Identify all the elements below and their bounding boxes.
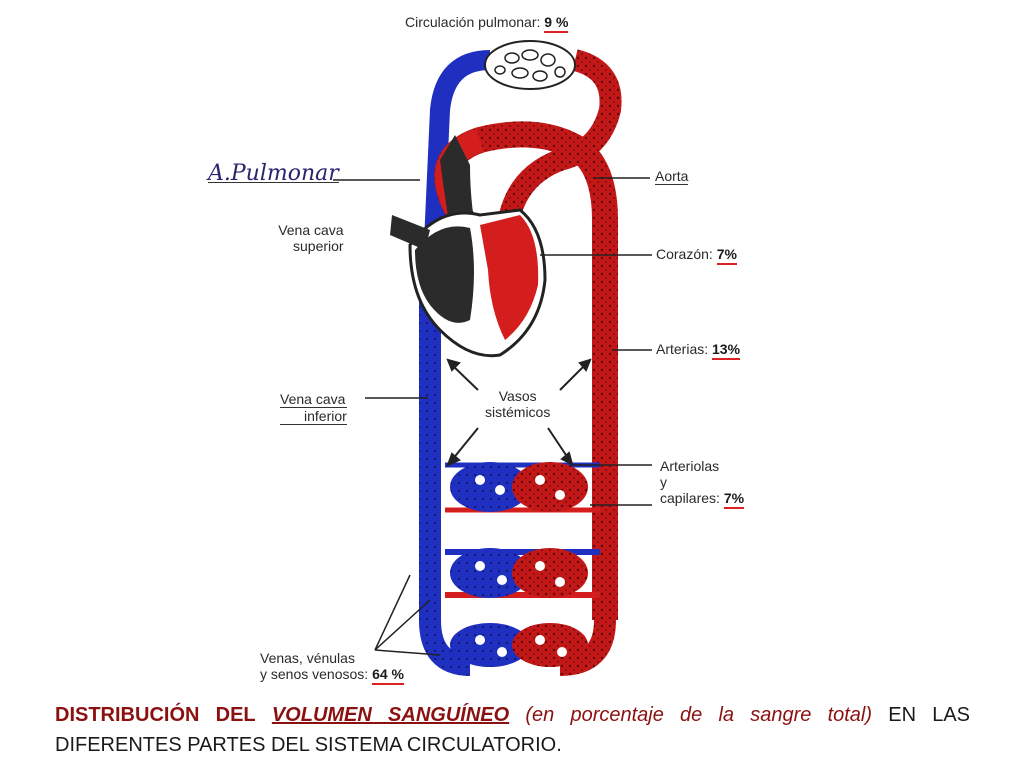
capillary-bed-top — [445, 462, 600, 513]
pulmonary-circulation-label: Circulación pulmonar: 9 % — [405, 14, 569, 33]
vena-cava-column — [419, 300, 471, 676]
figure-caption: DISTRIBUCIÓN DEL VOLUMEN SANGUÍNEO (en p… — [55, 700, 970, 760]
inferior-vena-cava-line1: Vena cava — [280, 391, 347, 408]
veins-line1: Venas, vénulas — [260, 650, 355, 666]
inferior-vena-cava-line2: inferior — [280, 408, 347, 425]
veins-pct: 64 % — [372, 666, 404, 685]
veins-line2: y senos venosos: — [260, 666, 369, 682]
caption-part1: DISTRIBUCIÓN DEL — [55, 704, 256, 726]
systemic-vessels-label: Vasos sistémicos — [485, 388, 550, 420]
inferior-vena-cava-label: Vena cava inferior — [280, 391, 347, 425]
caption-part4: EN LAS DIFERENTES PARTES DEL SISTEMA CIR… — [55, 704, 971, 756]
systemic-vessels-line2: sistémicos — [485, 404, 551, 420]
superior-vena-cava-line1: Vena cava — [278, 222, 344, 238]
systemic-vessels-line1: Vasos — [498, 388, 537, 404]
arterioles-line2: y — [660, 474, 667, 490]
arterioles-line1: Arteriolas — [660, 458, 720, 474]
pulmonary-circulation-text: Circulación pulmonar: — [405, 14, 541, 30]
pulmonary-capillary-bed — [484, 40, 576, 90]
capillary-bed-middle — [445, 548, 600, 598]
arterioles-label: Arteriolas y capilares: 7% — [660, 458, 745, 509]
caption-part2: VOLUMEN SANGUÍNEO — [271, 704, 510, 726]
aorta-label: Aorta — [655, 168, 689, 185]
heart-text: Corazón: — [656, 246, 713, 262]
systemic-arrows — [446, 358, 592, 467]
arteries-pct: 13% — [712, 341, 741, 360]
caption-part3: (en porcentaje de la sangre total) — [525, 704, 873, 726]
arterioles-pct: 7% — [723, 490, 745, 509]
leader-lines — [333, 177, 652, 656]
arteries-text: Arterias: — [656, 341, 709, 357]
pulmonary-artery-label: A.Pulmonar — [208, 161, 339, 186]
superior-vena-cava-label: Vena cava superior — [277, 222, 344, 254]
pulmonary-vein-vessel — [499, 49, 622, 219]
heart-label: Corazón: 7% — [656, 246, 737, 265]
arterioles-line3: capilares: — [660, 490, 720, 506]
capillary-bed-bottom — [450, 623, 588, 667]
pulmonary-artery-vessel — [420, 50, 491, 331]
pulmonary-pct: 9 % — [544, 14, 569, 33]
heart — [390, 208, 547, 358]
arteries-label: Arterias: 13% — [656, 341, 741, 360]
superior-vena-cava-line2: superior — [293, 238, 344, 254]
heart-pct: 7% — [716, 246, 737, 265]
veins-label: Venas, vénulas y senos venosos: 64 % — [260, 650, 404, 685]
